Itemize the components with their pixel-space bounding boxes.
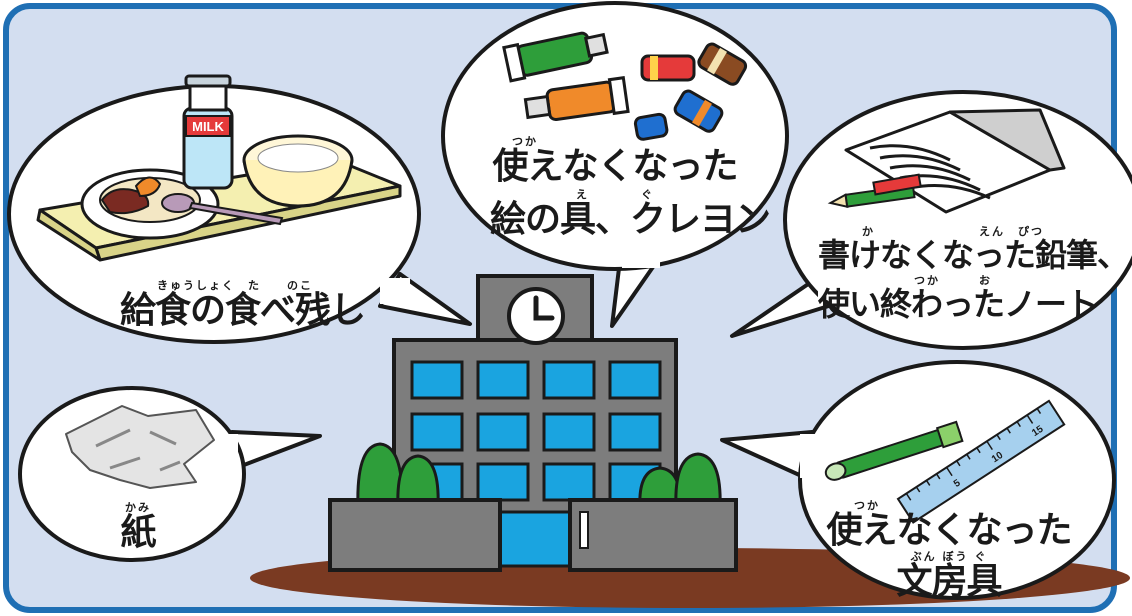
text-lunch: 給食の食べ残し: [120, 290, 366, 331]
label-paper: かみ 紙: [108, 502, 168, 551]
ruby-paper: かみ: [125, 501, 151, 514]
ruby-pencils-2: つか お: [914, 274, 992, 287]
ruby-lunch: きゅうしょく た のこ: [157, 279, 313, 292]
milk-label: MILK: [192, 119, 224, 134]
ruby-paints-2: え ぐ: [576, 188, 654, 201]
text-pencils-1: 書けなくなった鉛筆、: [818, 236, 1129, 274]
text-paper: 紙: [120, 512, 156, 553]
label-paints: つか 使えなくなった え ぐ 絵の具、クレヨン: [490, 135, 771, 240]
pen-ruler-illustration: 5 10 15: [824, 399, 1066, 524]
ruler-tick-5: 5: [952, 477, 963, 489]
label-stationery: つか 使えなくなった ぶん ぼう ぐ 文房具: [824, 500, 1074, 600]
notebook-pencils-illustration: [827, 108, 1066, 214]
lunch-tray-illustration: [36, 74, 402, 262]
ruby-stationery-2: ぶん ぼう ぐ: [910, 550, 988, 563]
text-paints-1: 使えなくなった: [492, 146, 738, 187]
ruby-paints-1: つか: [512, 135, 538, 148]
label-pencils-notebook: か えん ぴつ 書けなくなった鉛筆、 つか お 使い終わったノート: [818, 225, 1129, 323]
text-paints-2: 絵の具、クレヨン: [490, 199, 771, 240]
text-pencils-2: 使い終わったノート: [818, 285, 1098, 323]
school-building: [328, 274, 738, 572]
paint-tubes-illustration: [502, 31, 748, 141]
text-stationery-1: 使えなくなった: [826, 510, 1072, 551]
text-stationery-2: 文房具: [896, 561, 1002, 602]
ruby-stationery-1: つか: [854, 499, 880, 512]
crumpled-paper-illustration: [65, 405, 215, 489]
label-lunch-waste: きゅうしょく た のこ 給食の食べ残し: [120, 279, 366, 331]
ruby-pencils-1: か えん ぴつ: [862, 225, 1044, 238]
